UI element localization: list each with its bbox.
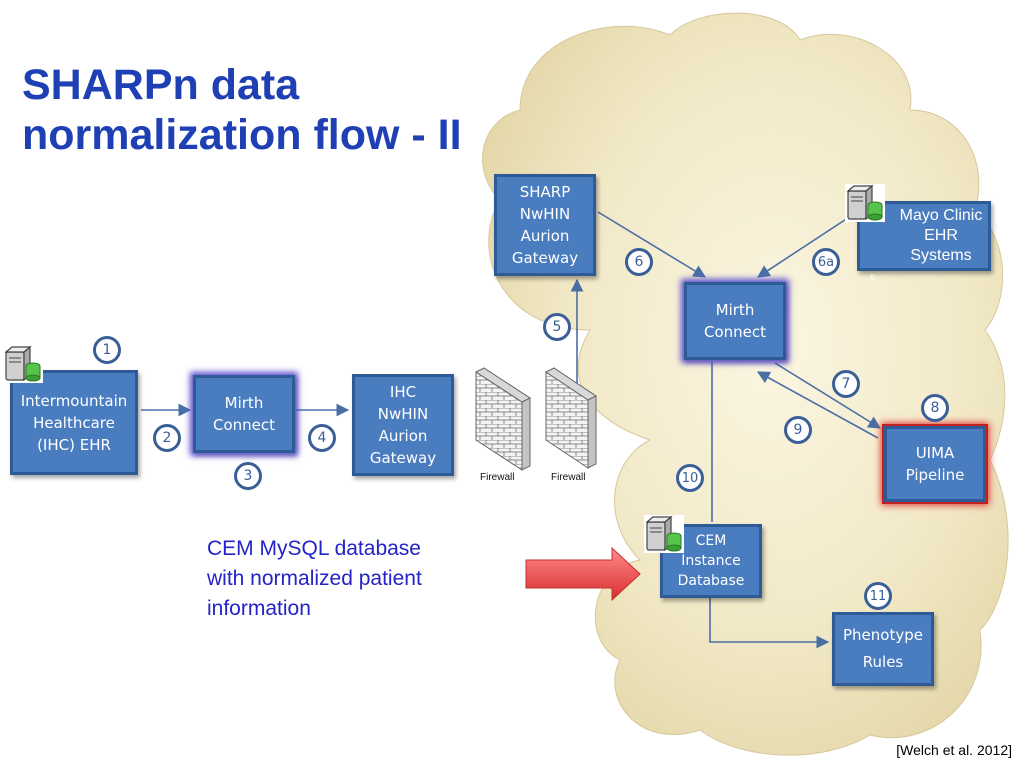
node-label: NwHIN	[377, 405, 429, 423]
step-badge-6a: 6a	[812, 248, 840, 276]
cem-caption: CEM MySQL database with normalized patie…	[207, 534, 507, 624]
title-line-2: normalization flow - II	[22, 111, 462, 159]
server-icon	[845, 184, 885, 222]
firewall-2-icon	[545, 367, 597, 469]
caption-line: CEM MySQL database	[207, 537, 421, 560]
citation: [Welch et al. 2012]	[896, 742, 1012, 758]
node-label: Phenotype	[843, 626, 923, 644]
node-label: Aurion	[520, 227, 570, 245]
step-badge-2: 2	[153, 424, 181, 452]
node-label: Gateway	[511, 249, 579, 267]
node-ihc-ehr: Intermountain Healthcare (IHC) EHR	[10, 370, 138, 475]
step-badge-3: 3	[234, 462, 262, 490]
node-label: Connect	[703, 323, 767, 341]
node-label: NwHIN	[519, 205, 571, 223]
node-label: SHARP	[519, 183, 571, 201]
title-line-1: SHARPn data	[22, 61, 300, 109]
step-badge-1: 1	[93, 336, 121, 364]
caption-line: information	[207, 597, 311, 620]
node-label: UIMA	[915, 444, 955, 462]
node-sharp-gateway: SHARP NwHIN Aurion Gateway	[494, 174, 596, 276]
firewall-label-1: Firewall	[480, 472, 515, 483]
step-badge-8: 8	[921, 394, 949, 422]
server-icon	[3, 345, 43, 383]
node-label: Rules	[862, 653, 904, 671]
arrow-mayo-to-mirth	[756, 209, 861, 278]
node-label: Mirth	[715, 301, 755, 319]
server-icon	[644, 515, 684, 553]
step-badge-6: 6	[625, 248, 653, 276]
callout-arrow-icon	[525, 546, 641, 602]
node-label: Database	[677, 573, 745, 589]
node-label: EHR	[924, 227, 958, 244]
node-uima-pipeline: UIMA Pipeline	[884, 426, 986, 502]
node-label: Healthcare	[33, 413, 115, 432]
node-label: Mirth	[224, 394, 264, 412]
arrow-cem-to-phenotype	[709, 597, 830, 649]
firewall-1-icon	[474, 367, 532, 471]
node-label: CEM	[695, 533, 727, 549]
node-label: Systems	[910, 247, 972, 264]
node-label: Connect	[212, 416, 276, 434]
node-label: Pipeline	[905, 466, 965, 484]
step-badge-9: 9	[784, 416, 812, 444]
step-badge-5: 5	[543, 313, 571, 341]
caption-line: with normalized patient	[207, 567, 422, 590]
node-label: Mayo Clinic	[899, 207, 983, 224]
firewall-label-2: Firewall	[551, 472, 586, 483]
arrow-uima-to-mirth	[756, 371, 879, 439]
step-badge-11: 11	[864, 582, 892, 610]
node-label: Aurion	[378, 427, 428, 445]
node-label: (IHC) EHR	[37, 435, 111, 454]
node-ihc-gateway: IHC NwHIN Aurion Gateway	[352, 374, 454, 476]
arrow-mirth-to-uima	[774, 362, 882, 429]
node-label: Instance	[681, 553, 741, 569]
step-badge-4: 4	[308, 424, 336, 452]
node-mirth-connect-right: Mirth Connect	[684, 282, 786, 360]
node-label: Gateway	[369, 449, 437, 467]
node-label: IHC	[389, 383, 417, 401]
node-mirth-connect-left: Mirth Connect	[193, 375, 295, 453]
step-badge-10: 10	[676, 464, 704, 492]
node-label: Intermountain	[20, 391, 128, 410]
arrow-sharp-to-mirth	[597, 211, 707, 278]
step-badge-7: 7	[832, 370, 860, 398]
node-phenotype-rules: Phenotype Rules	[832, 612, 934, 686]
page-title: SHARPn data normalization flow - II	[22, 60, 542, 160]
stray-text-mark: s	[870, 272, 875, 283]
